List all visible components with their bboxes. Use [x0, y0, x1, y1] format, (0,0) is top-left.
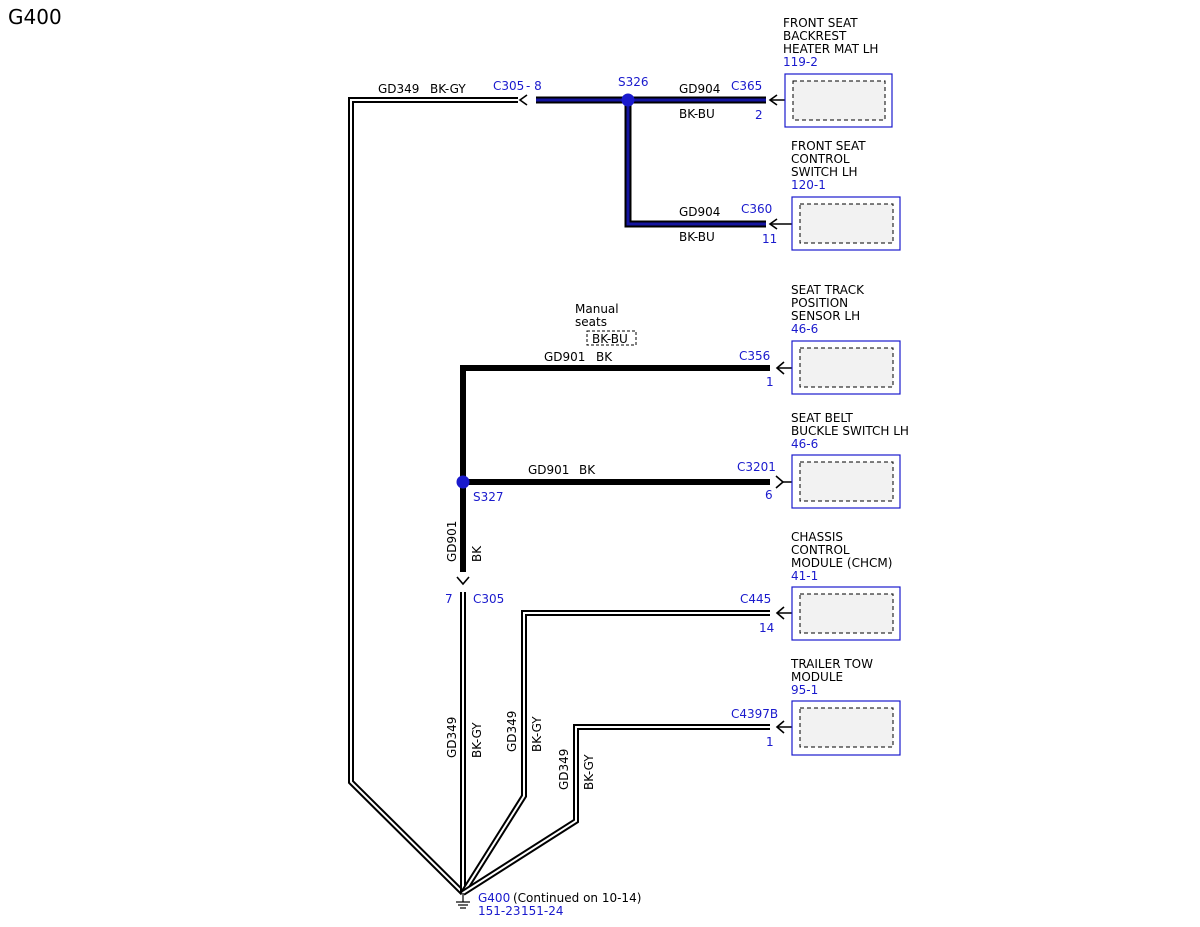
wire-drop1-circuit: GD349 [445, 717, 459, 758]
component-switch-inner [799, 203, 894, 244]
wire-track-circuit: GD901 [544, 350, 585, 364]
wire-gd349-left [348, 97, 518, 896]
component-chcm-inner [799, 593, 894, 634]
component-buckle-ref[interactable]: 46-6 [791, 437, 818, 451]
component-heater-line3: HEATER MAT LH [783, 42, 878, 56]
component-trailer-tow[interactable]: TRAILER TOW MODULE 95-1 [790, 657, 901, 756]
component-track-line2: POSITION [791, 296, 848, 310]
wire-drop1-color: BK-GY [470, 722, 484, 758]
option-note-line2: seats [575, 315, 607, 329]
component-chcm-line2: CONTROL [791, 543, 850, 557]
component-track-sensor[interactable]: SEAT TRACK POSITION SENSOR LH 46-6 [791, 283, 901, 395]
wire-heater-circuit: GD904 [679, 82, 720, 96]
c305-top-arrow [518, 94, 528, 106]
component-heater-line2: BACKREST [783, 29, 847, 43]
splice-s327 [456, 475, 470, 489]
component-chcm-ref[interactable]: 41-1 [791, 569, 818, 583]
c305-top-label: C305 [493, 79, 524, 93]
wire-switch-circuit: GD904 [679, 205, 720, 219]
option-note-box [586, 330, 637, 346]
component-heater-line1: FRONT SEAT [783, 16, 858, 30]
splice-s326-label: S326 [618, 75, 649, 89]
c305-lower-pin: 7 [445, 592, 453, 606]
c4397b-pin: 1 [766, 735, 774, 749]
wire-buckle-circuit: GD901 [528, 463, 569, 477]
component-buckle-line1: SEAT BELT [791, 411, 853, 425]
wire-vertical-circuit: GD901 [445, 521, 459, 562]
option-note-color: BK-BU [592, 332, 628, 346]
wire-top-left-color: BK-GY [430, 82, 466, 96]
wire-vertical-color: BK [470, 545, 484, 562]
ground-symbol [456, 893, 470, 909]
ground-ref-2[interactable]: 151-24 [521, 904, 564, 918]
component-chcm[interactable]: CHASSIS CONTROL MODULE (CHCM) 41-1 [791, 530, 901, 641]
c445-label: C445 [740, 592, 771, 606]
c3201-pin: 6 [765, 488, 773, 502]
wire-switch-color: BK-BU [679, 230, 715, 244]
wire-drop3-circuit: GD349 [557, 749, 571, 790]
component-heater-ref[interactable]: 119-2 [783, 55, 818, 69]
wire-gd349-chcm [460, 610, 770, 895]
c445-pin: 14 [759, 621, 774, 635]
component-track-ref[interactable]: 46-6 [791, 322, 818, 336]
c3201-label: C3201 [737, 460, 776, 474]
c3201-arrow [775, 475, 785, 489]
component-buckle-switch[interactable]: SEAT BELT BUCKLE SWITCH LH 46-6 [791, 411, 909, 509]
c356-pin: 1 [766, 375, 774, 389]
c365-pin: 2 [755, 108, 763, 122]
wire-gd901-track [460, 365, 770, 482]
component-control-switch[interactable]: FRONT SEAT CONTROL SWITCH LH 120-1 [791, 139, 901, 251]
wire-drop2-circuit: GD349 [505, 711, 519, 752]
component-chcm-line1: CHASSIS [791, 530, 843, 544]
c305-lower-label: C305 [473, 592, 504, 606]
component-chcm-line3: MODULE (CHCM) [791, 556, 892, 570]
wire-track-color: BK [596, 350, 613, 364]
component-buckle-inner [799, 461, 894, 502]
component-trailer-inner [799, 707, 894, 748]
component-heater-mat[interactable]: FRONT SEAT BACKREST HEATER MAT LH 119-2 [783, 16, 893, 128]
component-trailer-line1: TRAILER TOW [790, 657, 873, 671]
ground-label[interactable]: G400 [478, 891, 510, 905]
wire-gd349-trailer [461, 724, 770, 896]
c4397b-label: C4397B [731, 707, 778, 721]
c305-top-pin: - 8 [526, 79, 542, 93]
component-heater-inner [792, 80, 886, 121]
wire-gd904-switch [624, 100, 766, 228]
c305-lower-arrow [456, 576, 470, 586]
component-switch-line2: CONTROL [791, 152, 850, 166]
wire-top-left-circuit: GD349 [378, 82, 419, 96]
c360-label: C360 [741, 202, 772, 216]
component-leads [770, 99, 792, 728]
wire-drop3-color: BK-GY [582, 754, 596, 790]
c365-label: C365 [731, 79, 762, 93]
wire-heater-color: BK-BU [679, 107, 715, 121]
page-title: G400 [8, 5, 62, 29]
component-track-line1: SEAT TRACK [791, 283, 865, 297]
c356-label: C356 [739, 349, 770, 363]
component-switch-ref[interactable]: 120-1 [791, 178, 826, 192]
ground-continued-note: (Continued on 10-14) [513, 891, 641, 905]
wire-drop2-color: BK-GY [530, 716, 544, 752]
component-buckle-line2: BUCKLE SWITCH LH [791, 424, 909, 438]
splice-s327-label: S327 [473, 490, 504, 504]
option-note-line1: Manual [575, 302, 619, 316]
c360-pin: 11 [762, 232, 777, 246]
component-switch-line1: FRONT SEAT [791, 139, 866, 153]
component-track-inner [799, 347, 894, 388]
component-switch-line3: SWITCH LH [791, 165, 858, 179]
component-trailer-line2: MODULE [791, 670, 843, 684]
splice-s326 [621, 93, 635, 107]
component-track-line3: SENSOR LH [791, 309, 860, 323]
wire-buckle-color: BK [579, 463, 596, 477]
component-trailer-ref[interactable]: 95-1 [791, 683, 818, 697]
ground-ref-1[interactable]: 151-23 [478, 904, 521, 918]
